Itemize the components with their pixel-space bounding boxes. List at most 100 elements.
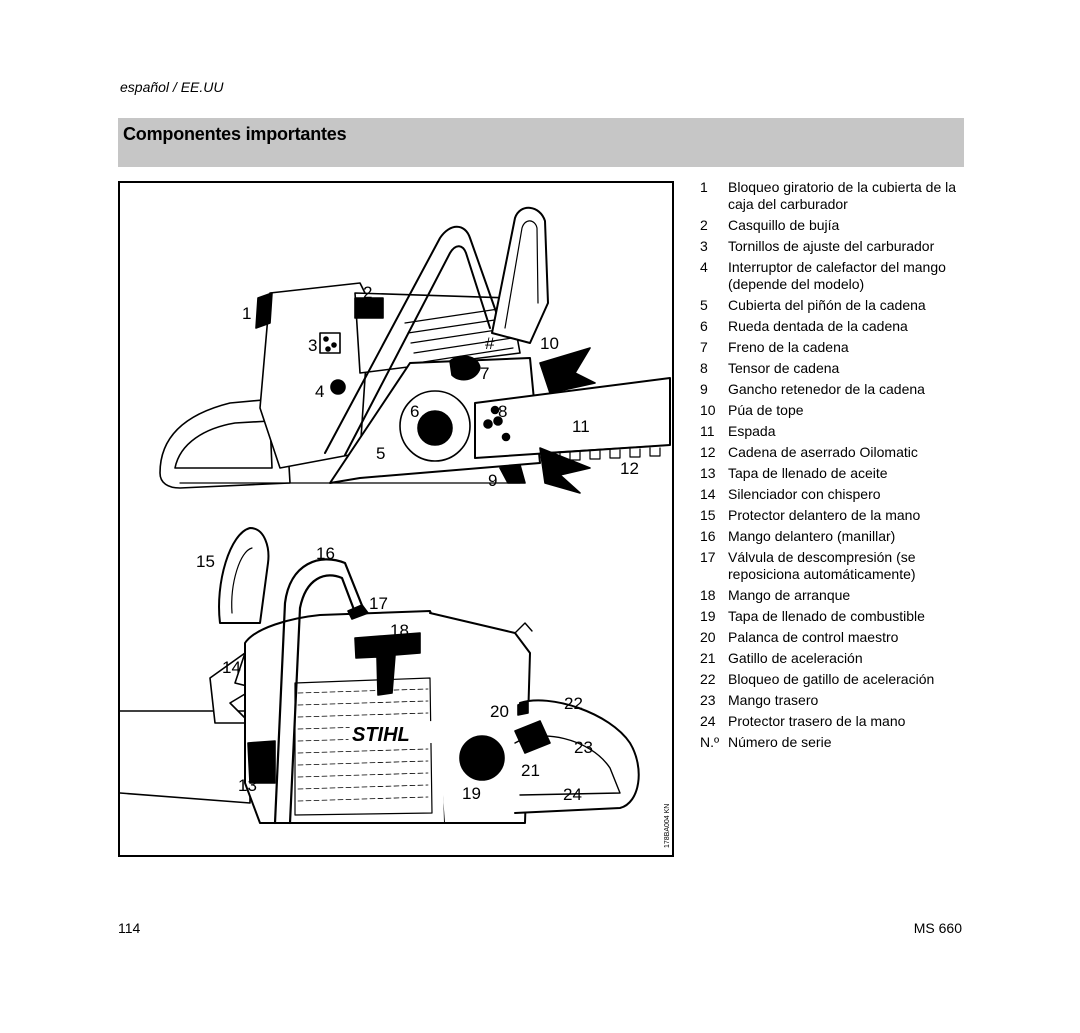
legend-item: 24 Protector trasero de la mano (694, 713, 969, 730)
legend-number: 21 (700, 650, 716, 666)
callout-19: 19 (462, 784, 481, 803)
legend-item: 18 Mango de arranque (694, 587, 969, 604)
chainsaw-figure: STIHL (118, 181, 674, 857)
legend-number: 5 (700, 297, 708, 313)
callout-10: 10 (540, 334, 559, 353)
callout-hash: # (485, 334, 495, 353)
legend-text: Número de serie (728, 734, 832, 750)
legend-text: Mango de arranque (728, 587, 851, 603)
legend-number: 18 (700, 587, 716, 603)
legend-item: 12 Cadena de aserrado Oilomatic (694, 444, 969, 461)
callout-18: 18 (390, 621, 409, 640)
legend-text: Tornillos de ajuste del carburador (728, 238, 935, 254)
saw-left-side-view: STIHL (120, 527, 640, 825)
figure-code: 178BA004 KN (664, 804, 671, 848)
legend-text: Espada (728, 423, 776, 439)
callout-4: 4 (315, 382, 324, 401)
legend-text: Tapa de llenado de aceite (728, 465, 888, 481)
callout-1: 1 (242, 304, 251, 323)
saw-right-side-view (159, 206, 671, 494)
legend-text: Gancho retenedor de la cadena (728, 381, 925, 397)
callout-23: 23 (574, 738, 593, 757)
legend-number: 14 (700, 486, 716, 502)
legend-text: Tapa de llenado de combustible (728, 608, 925, 624)
legend-item: 11 Espada (694, 423, 969, 440)
legend-text: Cubierta del piñón de la cadena (728, 297, 926, 313)
legend-item: 13 Tapa de llenado de aceite (694, 465, 969, 482)
section-banner: Componentes importantes (118, 118, 964, 167)
legend-item: 3 Tornillos de ajuste del carburador (694, 238, 969, 255)
legend-number: 9 (700, 381, 708, 397)
legend-number: N.º (700, 734, 720, 750)
legend-text: Protector delantero de la mano (728, 507, 921, 523)
legend-number: 1 (700, 179, 708, 195)
legend-item: 17 Válvula de descompresión (se reposicio… (694, 549, 969, 583)
legend-number: 24 (700, 713, 716, 729)
legend-text: Freno de la cadena (728, 339, 849, 355)
legend-number: 4 (700, 259, 708, 275)
legend-item: N.º Número de serie (694, 734, 969, 751)
legend-text: Casquillo de bujía (728, 217, 840, 233)
callout-11: 11 (572, 417, 590, 436)
legend-number: 19 (700, 608, 716, 624)
legend-text: Tensor de cadena (728, 360, 840, 376)
language-label: español / EE.UU (120, 79, 224, 95)
model-name: MS 660 (913, 920, 962, 936)
legend-number: 6 (700, 318, 708, 334)
legend-text: Cadena de aserrado Oilomatic (728, 444, 918, 460)
legend-text: Palanca de control maestro (728, 629, 899, 645)
legend-item: 5 Cubierta del piñón de la cadena (694, 297, 969, 314)
legend-item: 19 Tapa de llenado de combustible (694, 608, 969, 625)
callout-22: 22 (564, 694, 583, 713)
chainsaw-illustration: STIHL (120, 206, 671, 848)
legend-number: 12 (700, 444, 716, 460)
callout-13: 13 (238, 776, 257, 795)
callout-14: 14 (222, 658, 241, 677)
callout-5: 5 (376, 444, 385, 463)
legend-item: 6 Rueda dentada de la cadena (694, 318, 969, 335)
page-number: 114 (118, 920, 141, 936)
callout-9: 9 (488, 471, 497, 490)
legend-text: Silenciador con chispero (728, 486, 881, 502)
legend-item: 10 Púa de tope (694, 402, 969, 419)
callout-12: 12 (620, 459, 639, 478)
callout-15: 15 (196, 552, 215, 571)
callout-7: 7 (480, 364, 489, 383)
stihl-logo: STIHL (352, 724, 410, 746)
legend-number: 8 (700, 360, 708, 376)
legend-number: 15 (700, 507, 716, 523)
legend-text: Protector trasero de la mano (728, 713, 906, 729)
legend-number: 16 (700, 528, 716, 544)
legend-number: 11 (700, 423, 715, 439)
legend-number: 23 (700, 692, 716, 708)
legend-text: Válvula de descompresión (se reposiciona… (728, 549, 916, 582)
callout-16: 16 (316, 544, 335, 563)
callout-8: 8 (498, 402, 507, 421)
legend-text: Mango trasero (728, 692, 819, 708)
legend-number: 2 (700, 217, 708, 233)
legend-item: 9 Gancho retenedor de la cadena (694, 381, 969, 398)
callout-6: 6 (410, 402, 419, 421)
legend-text: Bloqueo de gatillo de aceleración (728, 671, 935, 687)
legend-number: 10 (700, 402, 716, 418)
legend-text: Gatillo de aceleración (728, 650, 863, 666)
legend-item: 2 Casquillo de bujía (694, 217, 969, 234)
legend-number: 22 (700, 671, 716, 687)
legend-number: 13 (700, 465, 716, 481)
callout-3: 3 (308, 336, 317, 355)
legend-text: Púa de tope (728, 402, 804, 418)
legend-item: 8 Tensor de cadena (694, 360, 969, 377)
callout-20: 20 (490, 702, 509, 721)
legend-item: 14 Silenciador con chispero (694, 486, 969, 503)
legend-item: 15 Protector delantero de la mano (694, 507, 969, 524)
callout-24: 24 (563, 785, 582, 804)
legend-text: Rueda dentada de la cadena (728, 318, 908, 334)
legend-number: 3 (700, 238, 708, 254)
legend-number: 17 (700, 549, 716, 565)
legend-item: 22 Bloqueo de gatillo de aceleración (694, 671, 969, 688)
